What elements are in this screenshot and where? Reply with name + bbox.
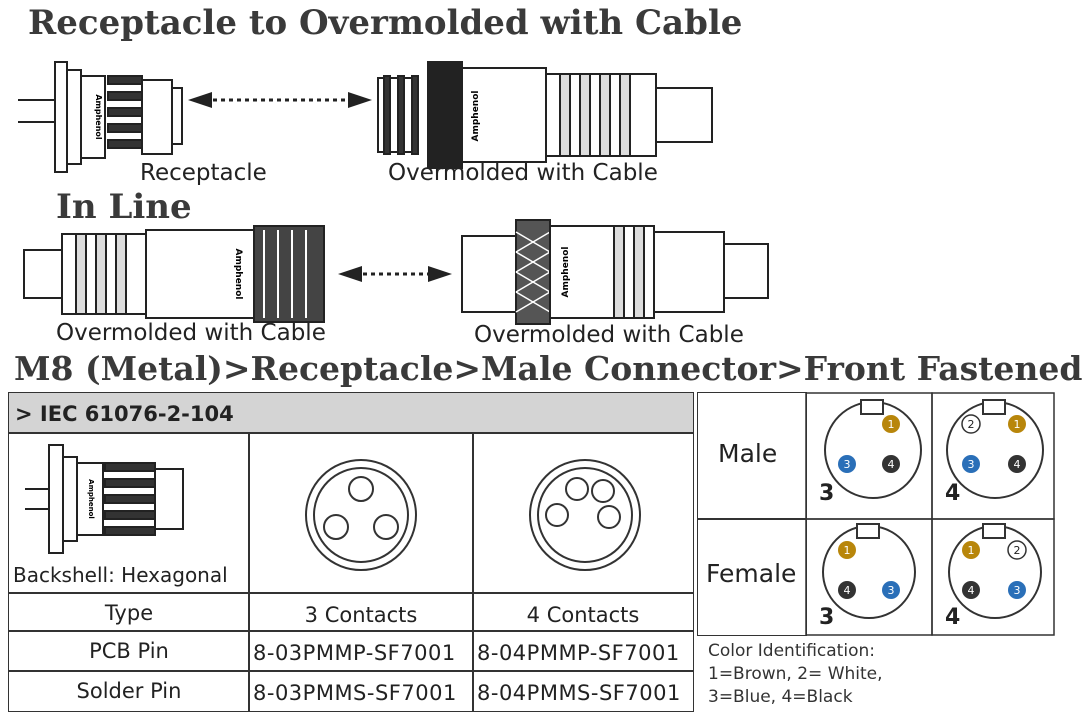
overmolded-brand-mark-2: Amphenol <box>233 249 243 300</box>
backshell-label: Backshell: Hexagonal <box>13 563 228 587</box>
header-type-cell: Type <box>8 592 250 632</box>
color-id-line: Color Identification: <box>708 641 875 661</box>
pin-3: 3 <box>888 584 895 597</box>
pin-4: 4 <box>1014 458 1021 471</box>
caption-overmolded-3: Overmolded with Cable <box>474 322 744 348</box>
overmolded-brand-mark-3: Amphenol <box>561 247 571 298</box>
contacts-4-face-drawing <box>529 459 641 571</box>
caption-receptacle: Receptacle <box>140 160 267 186</box>
pin-1: 1 <box>888 418 895 431</box>
color-identification-legend: Color Identification: 1=Brown, 2= White,… <box>708 640 883 709</box>
section-title-m8-product: M8 (Metal)>Receptacle>Male Connector>Fro… <box>14 349 1082 388</box>
pin-4: 4 <box>844 584 851 597</box>
overmolded-cable-drawing-2 <box>23 225 325 323</box>
standard-label: > IEC 61076-2-104 <box>15 402 234 426</box>
part-number-pcb-4[interactable]: 8-04PMMP-SF7001 <box>477 641 680 665</box>
header-3-contacts: 3 Contacts <box>304 603 418 627</box>
female-label: Female <box>706 559 797 588</box>
header-4-contacts-cell: 4 Contacts <box>472 592 694 632</box>
pin-3: 3 <box>968 458 975 471</box>
table-cell: 8-03PMMS-SF7001 <box>248 670 474 712</box>
section-title-in-line: In Line <box>56 187 192 227</box>
table-cell: 8-03PMMP-SF7001 <box>248 630 474 672</box>
table-cell: 8-04PMMP-SF7001 <box>472 630 694 672</box>
receptacle-product-drawing: Amphenol <box>25 444 184 554</box>
in-line-diagram: Amphenol Amphenol <box>23 219 769 325</box>
male-3-pin-diagram: 1 3 4 3 <box>819 399 922 506</box>
header-3-contacts-cell: 3 Contacts <box>248 592 474 632</box>
female-3-pin-diagram: 1 4 3 3 <box>819 523 916 630</box>
female-4-pin-diagram: 1 2 4 3 4 <box>945 523 1042 630</box>
table-row: Solder Pin <box>8 670 250 712</box>
caption-overmolded-2: Overmolded with Cable <box>56 320 326 346</box>
part-number-solder-4[interactable]: 8-04PMMS-SF7001 <box>477 681 681 705</box>
color-id-line: 1=Brown, 2= White, <box>708 664 883 684</box>
overmolded-cable-drawing-1 <box>377 61 713 169</box>
receptacle-to-overmolded-diagram: Amphenol Amphenol <box>18 61 713 173</box>
male-3-count: 3 <box>819 481 834 506</box>
male-4-pin-diagram: 2 1 3 4 4 <box>945 399 1044 506</box>
receptacle-drawing <box>18 61 183 173</box>
receptacle-brand-mark: Amphenol <box>94 94 103 140</box>
overmolded-brand-mark-1: Amphenol <box>471 91 481 142</box>
contacts-3-face-drawing <box>305 459 417 571</box>
product-brand-mark: Amphenol <box>87 479 95 519</box>
pinout-diagrams: 1 3 4 3 2 1 3 4 4 1 4 3 3 1 2 4 3 4 <box>805 392 1055 636</box>
header-4-contacts: 4 Contacts <box>526 603 640 627</box>
pin-1: 1 <box>844 544 851 557</box>
header-type: Type <box>104 601 154 625</box>
pin-1: 1 <box>968 544 975 557</box>
pin-1: 1 <box>1014 418 1021 431</box>
female-label-cell: Female <box>697 518 807 636</box>
pin-4: 4 <box>968 584 975 597</box>
female-4-count: 4 <box>945 605 960 630</box>
table-cell: 8-04PMMS-SF7001 <box>472 670 694 712</box>
mating-arrow-2 <box>338 266 452 282</box>
pin-2: 2 <box>968 418 975 431</box>
section-title-receptacle-to-overmolded: Receptacle to Overmolded with Cable <box>28 3 743 43</box>
contacts-4-face-cell <box>472 432 694 594</box>
pin-3: 3 <box>1014 584 1021 597</box>
contacts-3-face-cell <box>248 432 474 594</box>
row-type-solder-pin: Solder Pin <box>76 679 182 703</box>
color-id-line: 3=Blue, 4=Black <box>708 687 853 707</box>
caption-overmolded-1: Overmolded with Cable <box>388 160 658 186</box>
mating-arrow-1 <box>188 92 372 108</box>
male-label-cell: Male <box>697 392 807 520</box>
connector-image-cell: Amphenol Backshell: Hexagonal <box>8 432 250 594</box>
male-label: Male <box>718 439 778 468</box>
pin-2: 2 <box>1014 544 1021 557</box>
standard-header: > IEC 61076-2-104 <box>8 392 694 434</box>
overmolded-cable-drawing-3 <box>461 219 769 325</box>
female-3-count: 3 <box>819 605 834 630</box>
pin-4: 4 <box>888 458 895 471</box>
male-4-count: 4 <box>945 481 960 506</box>
pin-3: 3 <box>844 458 851 471</box>
row-type-pcb-pin: PCB Pin <box>89 639 169 663</box>
part-number-pcb-3[interactable]: 8-03PMMP-SF7001 <box>253 641 456 665</box>
part-number-solder-3[interactable]: 8-03PMMS-SF7001 <box>253 681 457 705</box>
table-row: PCB Pin <box>8 630 250 672</box>
